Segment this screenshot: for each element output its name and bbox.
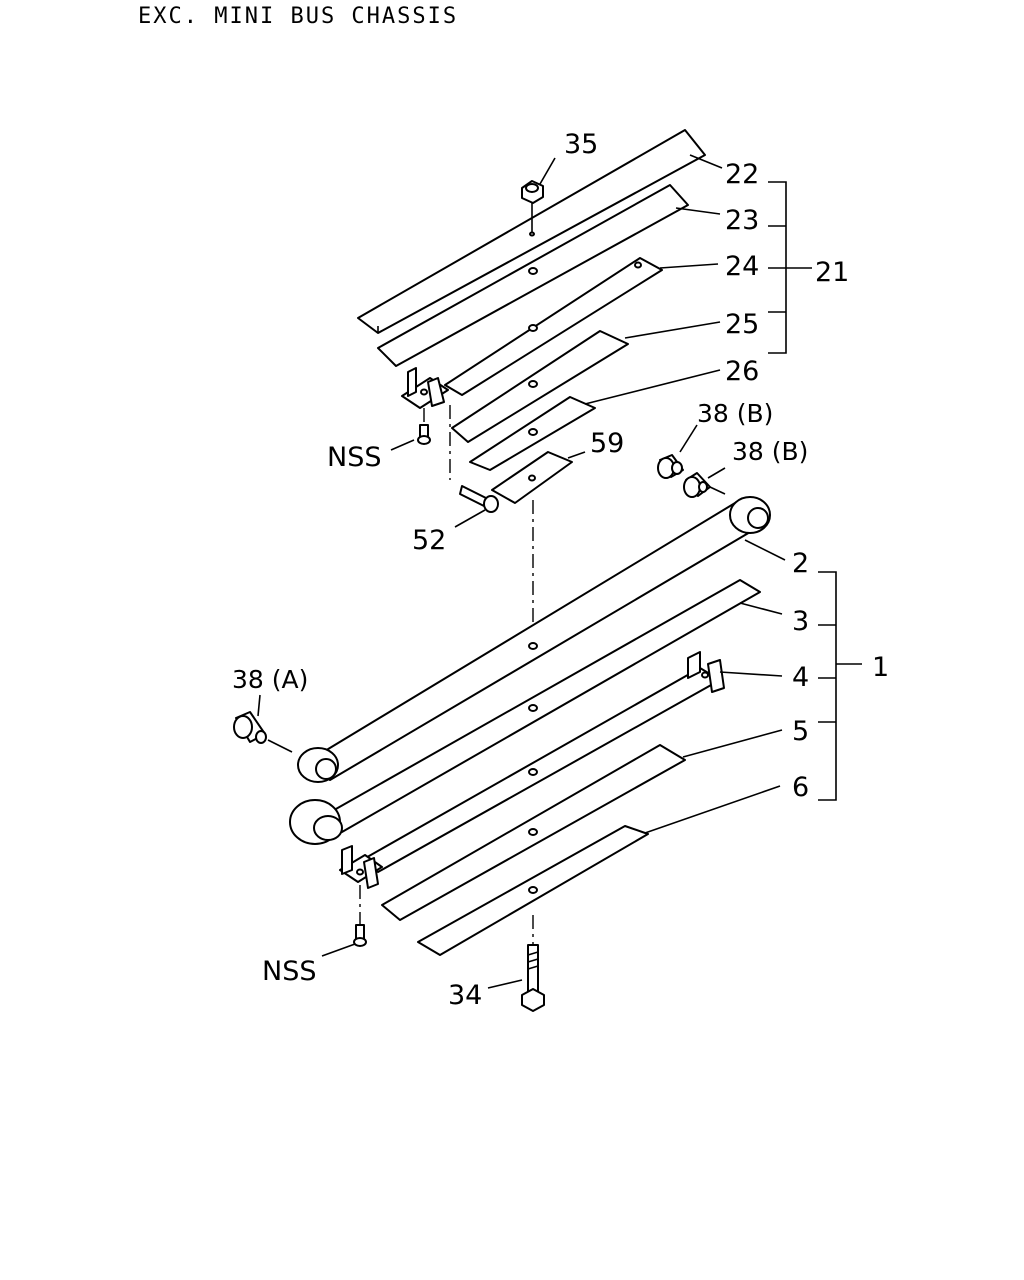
callout-nss-upper: NSS (327, 442, 381, 473)
leaf-25 (451, 330, 629, 443)
leader-lines (257, 154, 862, 989)
bushing-38a (233, 711, 293, 753)
leaf-23 (377, 184, 689, 367)
main-leaf-5 (381, 744, 686, 921)
callout-21: 21 (815, 257, 849, 288)
callout-34: 34 (448, 980, 482, 1011)
main-leaf-6 (417, 825, 649, 956)
callout-59: 59 (590, 428, 624, 459)
main-leaf-2 (297, 496, 771, 783)
callout-23: 23 (725, 205, 759, 236)
nss-bolt-lower (353, 885, 367, 947)
callout-52: 52 (412, 525, 446, 556)
callout-25: 25 (725, 309, 759, 340)
nut-35 (521, 180, 544, 237)
callout-5: 5 (792, 716, 809, 747)
callout-38b-1: 38 (B) (697, 399, 773, 428)
callout-3: 3 (792, 606, 809, 637)
callout-38a: 38 (A) (232, 665, 308, 694)
main-leaf-3 (289, 579, 761, 845)
upper-rebound-clip (401, 367, 449, 409)
center-bolt-34 (521, 915, 545, 1012)
leaf-24 (444, 257, 663, 396)
page-title: EXC. MINI BUS CHASSIS (138, 4, 459, 29)
lower-rebound-clip-rear (687, 651, 725, 693)
callout-35: 35 (564, 129, 598, 160)
callout-26: 26 (725, 356, 759, 387)
leaf-26 (469, 396, 596, 471)
callout-22: 22 (725, 159, 759, 190)
bushing-38b-2 (683, 472, 726, 498)
callout-nss-lower: NSS (262, 956, 316, 987)
lower-rebound-clip-front (339, 845, 383, 889)
bolt-52 (449, 405, 499, 513)
nss-bolt-upper (417, 408, 431, 445)
callout-4: 4 (792, 662, 809, 693)
callout-1: 1 (872, 652, 889, 683)
bushing-38b-1 (657, 454, 684, 479)
callout-38b-2: 38 (B) (732, 437, 808, 466)
spacer-59 (491, 451, 573, 504)
callout-6: 6 (792, 772, 809, 803)
callout-24: 24 (725, 251, 759, 282)
callout-2: 2 (792, 548, 809, 579)
